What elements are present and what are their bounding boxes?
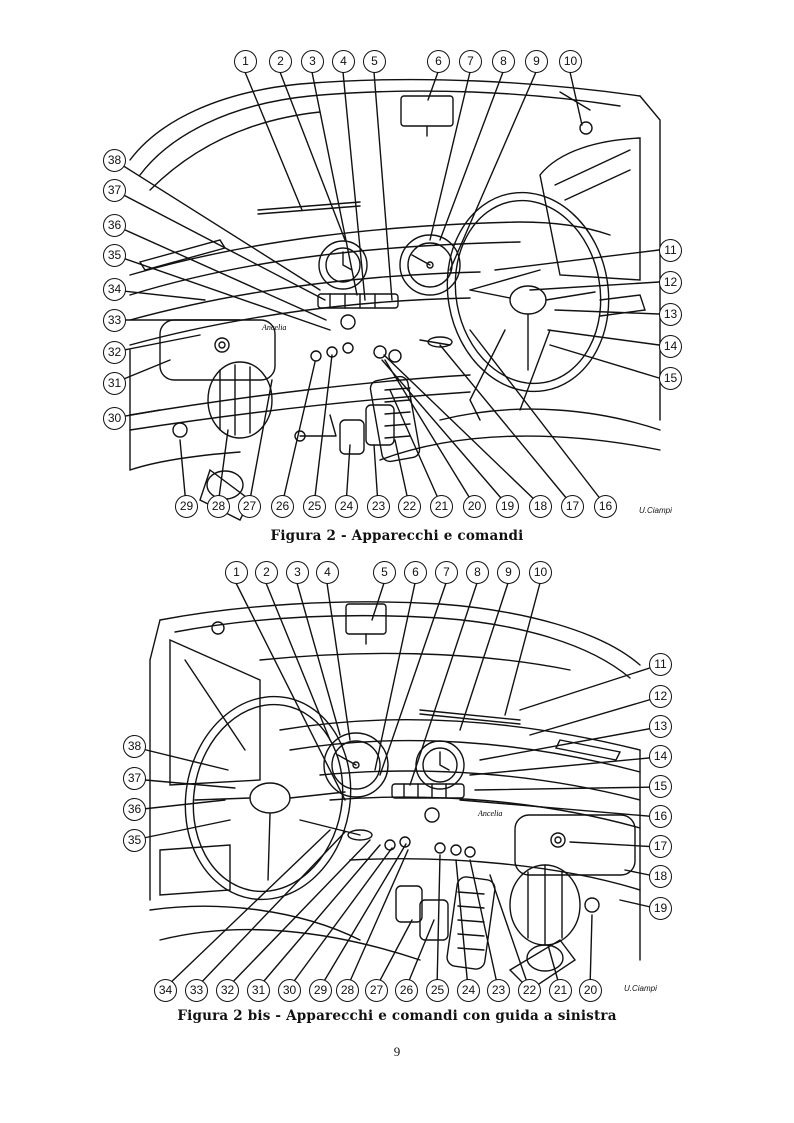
callout-27: 27 [365,979,388,1002]
callout-17: 17 [649,835,672,858]
callout-1: 1 [225,561,248,584]
callout-20: 20 [579,979,602,1002]
callout-36: 36 [123,798,146,821]
callout-6: 6 [404,561,427,584]
callout-27: 27 [238,495,261,518]
callout-31: 31 [103,372,126,395]
callout-37: 37 [103,179,126,202]
callout-12: 12 [649,685,672,708]
callout-28: 28 [336,979,359,1002]
callout-23: 23 [367,495,390,518]
figure-bottom-caption: Figura 2 bis - Apparecchi e comandi con … [177,1008,617,1024]
callout-18: 18 [529,495,552,518]
callout-16: 16 [649,805,672,828]
callout-1: 1 [234,50,257,73]
callout-22: 22 [518,979,541,1002]
callout-13: 13 [649,715,672,738]
bottom-dash-badge: Ancelia [477,809,502,818]
callout-2: 2 [269,50,292,73]
callout-10: 10 [529,561,552,584]
callout-34: 34 [103,278,126,301]
callout-15: 15 [649,775,672,798]
callout-19: 19 [649,897,672,920]
artist-signature-bottom: U.Ciampi [624,984,657,993]
callout-29: 29 [309,979,332,1002]
dashboard-illustration-lhd: Ancelia [133,582,660,991]
callout-4: 4 [316,561,339,584]
callout-14: 14 [649,745,672,768]
callout-21: 21 [430,495,453,518]
callout-33: 33 [185,979,208,1002]
dashboard-illustration-rhd: Ancelia [113,71,661,521]
callout-7: 7 [459,50,482,73]
callout-5: 5 [363,50,386,73]
callout-16: 16 [594,495,617,518]
callout-8: 8 [466,561,489,584]
callout-20: 20 [463,495,486,518]
callout-8: 8 [492,50,515,73]
callout-35: 35 [103,244,126,267]
callout-33: 33 [103,309,126,332]
callout-37: 37 [123,767,146,790]
callout-28: 28 [207,495,230,518]
callout-13: 13 [659,303,682,326]
callout-5: 5 [373,561,396,584]
callout-7: 7 [435,561,458,584]
callout-25: 25 [303,495,326,518]
callout-9: 9 [497,561,520,584]
callout-18: 18 [649,865,672,888]
callout-26: 26 [271,495,294,518]
callout-3: 3 [301,50,324,73]
callout-11: 11 [659,239,682,262]
callout-15: 15 [659,367,682,390]
callout-38: 38 [123,735,146,758]
callout-24: 24 [335,495,358,518]
artist-signature-top: U.Ciampi [639,506,672,515]
callout-31: 31 [247,979,270,1002]
callout-12: 12 [659,271,682,294]
callout-26: 26 [395,979,418,1002]
callout-22: 22 [398,495,421,518]
callout-36: 36 [103,214,126,237]
callout-9: 9 [525,50,548,73]
callout-10: 10 [559,50,582,73]
top-dash-badge: Ancelia [261,323,286,332]
page-number: 9 [393,1044,401,1059]
callout-29: 29 [175,495,198,518]
callout-6: 6 [427,50,450,73]
callout-35: 35 [123,829,146,852]
callout-23: 23 [487,979,510,1002]
callout-32: 32 [216,979,239,1002]
callout-19: 19 [496,495,519,518]
callout-34: 34 [154,979,177,1002]
figure-top-caption: Figura 2 - Apparecchi e comandi [270,528,524,544]
callout-3: 3 [286,561,309,584]
callout-21: 21 [549,979,572,1002]
callout-24: 24 [457,979,480,1002]
callout-32: 32 [103,341,126,364]
callout-17: 17 [561,495,584,518]
callout-38: 38 [103,149,126,172]
callout-11: 11 [649,653,672,676]
callout-30: 30 [278,979,301,1002]
callout-30: 30 [103,407,126,430]
callout-2: 2 [255,561,278,584]
callout-4: 4 [332,50,355,73]
callout-14: 14 [659,335,682,358]
callout-25: 25 [426,979,449,1002]
